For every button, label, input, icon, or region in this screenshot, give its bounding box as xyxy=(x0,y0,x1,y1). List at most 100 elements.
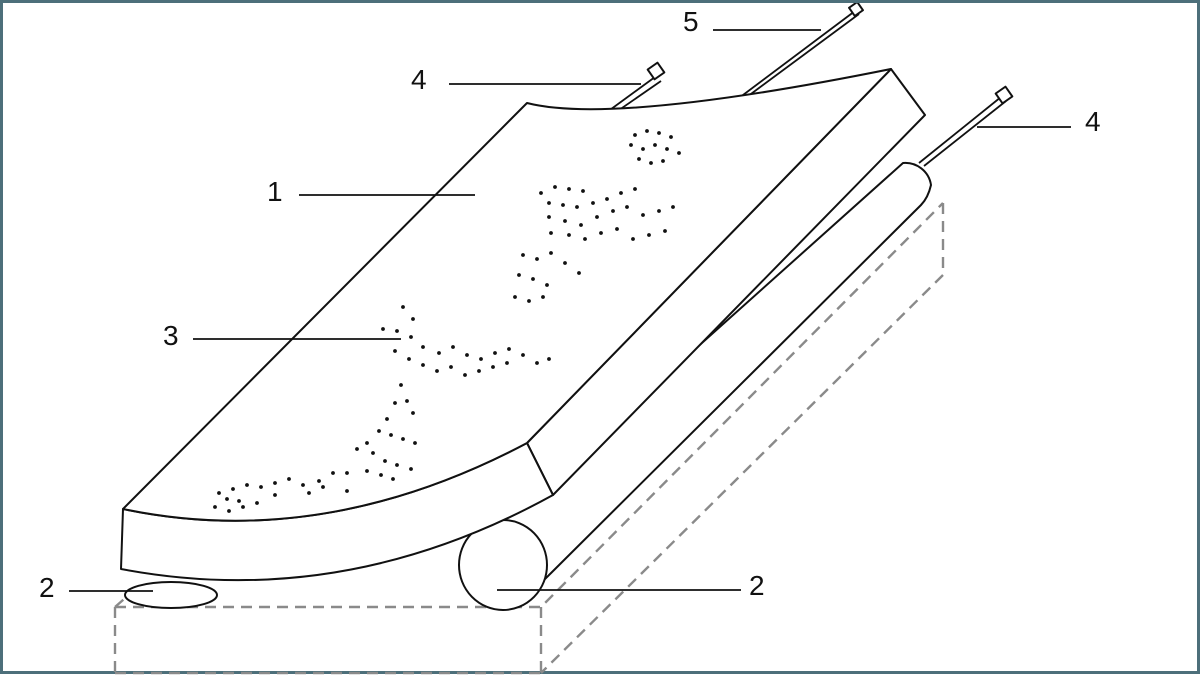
sensor-dot xyxy=(391,477,395,481)
sensor-dot xyxy=(421,345,425,349)
sensor-dot xyxy=(409,467,413,471)
callout-labels: 1 2 2 3 4 4 5 xyxy=(39,6,1101,603)
sensor-dot xyxy=(331,471,335,475)
sensor-dot xyxy=(665,147,669,151)
sensor-dot xyxy=(477,369,481,373)
sensor-dot xyxy=(217,491,221,495)
sensor-dot xyxy=(567,187,571,191)
sensor-dot xyxy=(591,201,595,205)
sensor-dot xyxy=(545,283,549,287)
sensor-dot xyxy=(605,197,609,201)
sensor-dot xyxy=(355,447,359,451)
sensor-dot xyxy=(669,135,673,139)
sensor-dot xyxy=(541,295,545,299)
right-roller xyxy=(458,161,932,611)
sensor-dot xyxy=(547,201,551,205)
sensor-dot xyxy=(225,497,229,501)
sensor-dot xyxy=(317,479,321,483)
sensor-dot xyxy=(411,317,415,321)
sensor-dot xyxy=(413,441,417,445)
callout-1: 1 xyxy=(267,176,283,207)
sensor-dot xyxy=(463,373,467,377)
sensor-dot xyxy=(535,361,539,365)
sensor-dot xyxy=(629,143,633,147)
sensor-dot xyxy=(633,187,637,191)
patent-drawing: 1 2 2 3 4 4 5 xyxy=(39,3,1101,675)
sensor-dot xyxy=(393,401,397,405)
left-roller-end xyxy=(124,581,218,609)
sensor-dot xyxy=(231,487,235,491)
sensor-dot xyxy=(273,481,277,485)
sensor-dot xyxy=(615,227,619,231)
sensor-dot xyxy=(507,347,511,351)
sensor-dot xyxy=(401,305,405,309)
callout-2-left: 2 xyxy=(39,572,55,603)
sensor-dot xyxy=(521,353,525,357)
sensor-dot xyxy=(641,213,645,217)
sensor-dot xyxy=(527,299,531,303)
sensor-dot xyxy=(663,229,667,233)
sensor-dot xyxy=(245,483,249,487)
sensor-dot xyxy=(653,143,657,147)
sensor-dot xyxy=(411,411,415,415)
sensor-dot xyxy=(213,505,217,509)
sensor-dot xyxy=(549,251,553,255)
sensor-dot xyxy=(671,205,675,209)
sensor-dot xyxy=(563,261,567,265)
rod-middle xyxy=(726,3,864,109)
sensor-dot xyxy=(535,257,539,261)
callout-3: 3 xyxy=(163,320,179,351)
sensor-dot xyxy=(521,253,525,257)
sensor-dot xyxy=(465,353,469,357)
sensor-dot xyxy=(633,133,637,137)
dashed-base xyxy=(113,202,945,675)
sensor-dot xyxy=(407,357,411,361)
sensor-dot xyxy=(307,491,311,495)
sensor-dot xyxy=(381,327,385,331)
sensor-dot xyxy=(579,223,583,227)
sensor-dot xyxy=(273,493,277,497)
sensor-dot xyxy=(561,203,565,207)
sensor-dot xyxy=(301,483,305,487)
sensor-dot xyxy=(437,351,441,355)
sensor-dot xyxy=(401,437,405,441)
sensor-dot xyxy=(637,157,641,161)
sensor-dot xyxy=(657,209,661,213)
sensor-dot xyxy=(399,383,403,387)
sensor-dot xyxy=(645,129,649,133)
sensor-dot xyxy=(365,441,369,445)
sensor-dot xyxy=(409,335,413,339)
sensor-dot xyxy=(549,231,553,235)
callout-2-right: 2 xyxy=(749,570,765,601)
sensor-dot xyxy=(241,505,245,509)
sensor-dot xyxy=(595,215,599,219)
sensor-dot xyxy=(567,233,571,237)
callout-4-left: 4 xyxy=(411,64,427,95)
sensor-dot xyxy=(505,361,509,365)
sensor-dot xyxy=(237,499,241,503)
sensor-dot xyxy=(553,185,557,189)
sensor-dot xyxy=(227,509,231,513)
sensor-dot xyxy=(641,147,645,151)
sensor-dot xyxy=(405,399,409,403)
slab-top-face xyxy=(122,68,892,522)
sensor-dot xyxy=(345,489,349,493)
sensor-dot xyxy=(365,469,369,473)
leader-lines xyxy=(69,29,1071,592)
sensor-dot xyxy=(321,485,325,489)
sensor-dot xyxy=(377,429,381,433)
sensor-dot xyxy=(517,273,521,277)
sensor-dot xyxy=(531,277,535,281)
sensor-dot xyxy=(575,205,579,209)
left-roller xyxy=(124,581,218,609)
sensor-dot xyxy=(625,205,629,209)
sensor-dot xyxy=(513,295,517,299)
sensor-dot xyxy=(395,329,399,333)
sensor-dot xyxy=(547,215,551,219)
sensor-dot xyxy=(479,357,483,361)
sensor-dot xyxy=(421,363,425,367)
sensor-dot xyxy=(599,231,603,235)
sensor-dot xyxy=(383,459,387,463)
sensor-dot xyxy=(547,357,551,361)
